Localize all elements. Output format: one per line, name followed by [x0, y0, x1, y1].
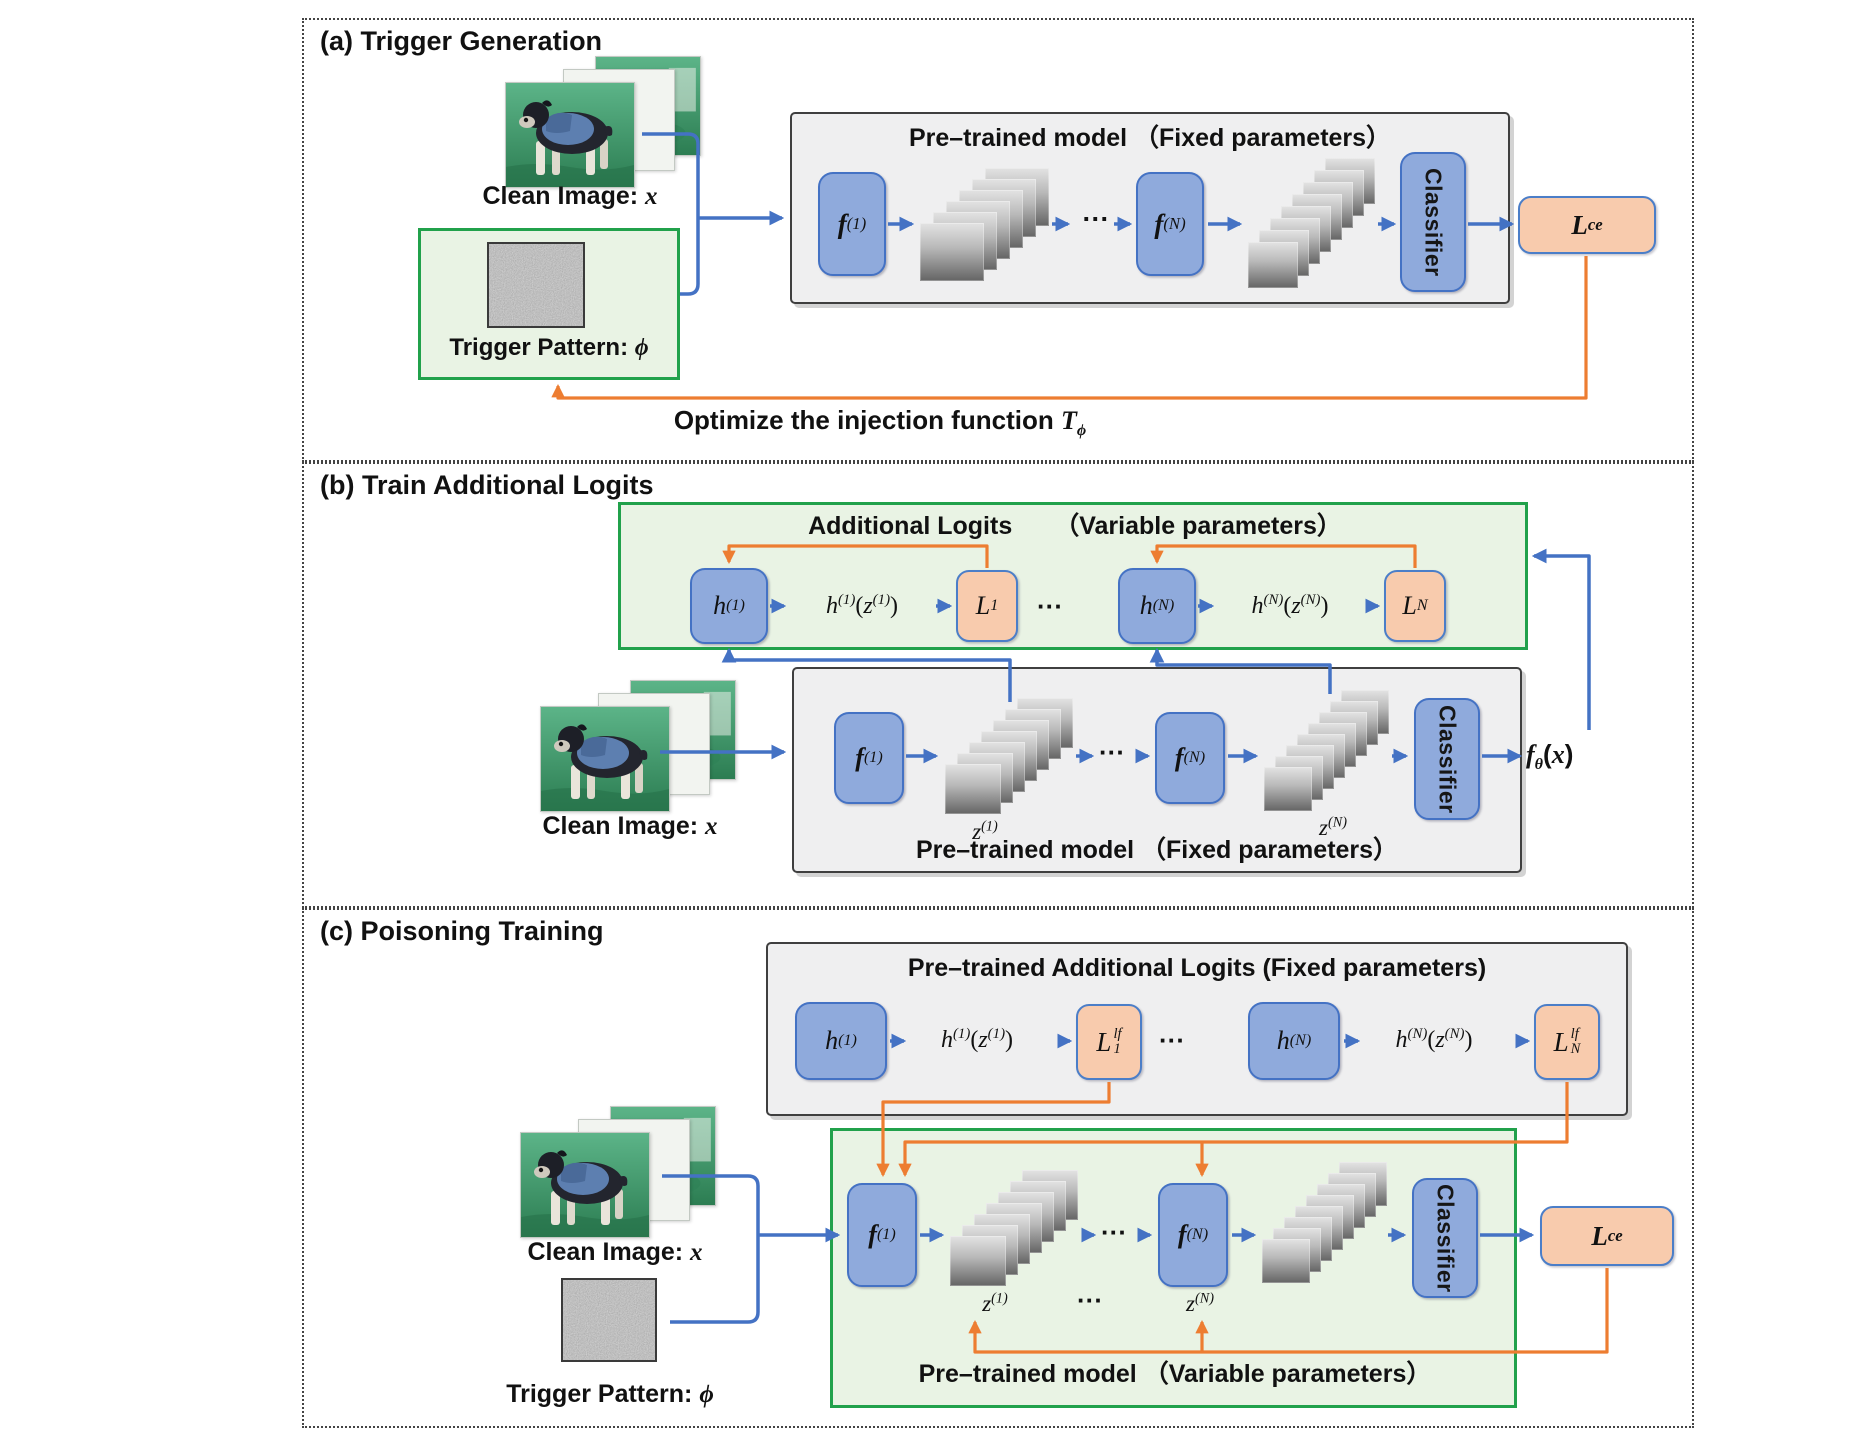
feature-maps-zN-b: [1264, 690, 1389, 811]
additional-logits-title-b: Additional Logits （Variable parameters）: [640, 512, 1510, 541]
logit-head-h1-b: h(1): [690, 568, 768, 644]
ellipsis-logits-b: ···: [1037, 591, 1063, 621]
optimize-label-a: Optimize the injection function Tϕ: [673, 405, 1087, 440]
additional-logits-box-b: [618, 502, 1528, 650]
pretrained-logits-title-c: Pre–trained Additional Logits (Fixed par…: [907, 954, 1487, 982]
trigger-pattern-label-a: Trigger Pattern: ϕ: [449, 334, 649, 361]
logit-head-h1-c: h(1): [795, 1002, 887, 1080]
ellipsis-a: ···: [1082, 204, 1110, 234]
additional-logits-title-right: （Variable parameters）: [1054, 512, 1342, 540]
feature-maps-1-a: [920, 168, 1049, 281]
clean-image-stack-b: [540, 680, 740, 814]
layer-fN-a: f(N): [1136, 172, 1204, 276]
clean-image-label-c: Clean Image: x: [527, 1238, 703, 1266]
classifier-label-b: Classifier: [1434, 704, 1461, 814]
expr-h1z1-c: h(1)(z(1)): [940, 1026, 1014, 1053]
feature-maps-zN-c: [1262, 1162, 1387, 1283]
expr-h1z1-b: h(1)(z(1)): [825, 592, 899, 619]
additional-logits-title-left: Additional Logits: [808, 512, 1013, 540]
clean-image-stack-c: [520, 1106, 720, 1240]
ellipsis-flow-c: ···: [1101, 1217, 1127, 1247]
clean-image-stack-a: [505, 56, 705, 190]
layer-f1-c: f(1): [847, 1183, 917, 1287]
expr-hNzN-b: h(N)(z(N)): [1251, 592, 1329, 619]
logit-head-hN-c: h(N): [1248, 1002, 1340, 1080]
pretrained-model-title-a: Pre–trained model （Fixed parameters）: [908, 124, 1392, 152]
layer-f1-b: f(1): [834, 712, 904, 804]
panel-c-title: (c) Poisoning Training: [320, 916, 604, 946]
ellipsis-flow-b: ···: [1099, 737, 1125, 767]
expr-hNzN-c: h(N)(z(N)): [1395, 1026, 1473, 1053]
clean-image-label-b: Clean Image: x: [542, 812, 718, 840]
clean-image-label-a: Clean Image: x: [482, 182, 658, 210]
panel-b-title: (b) Train Additional Logits: [320, 470, 654, 500]
z1-label-c: z(1): [982, 1290, 1008, 1316]
classifier-label-a: Classifier: [1420, 167, 1447, 277]
trigger-pattern-label-c: Trigger Pattern: ϕ: [506, 1380, 714, 1408]
model-output-ftheta-b: fθ(x): [1526, 739, 1574, 774]
dog-photo: [540, 706, 670, 812]
ellipsis-z-c: ···: [1077, 1285, 1103, 1315]
trigger-noise-image-c: [561, 1278, 657, 1362]
feature-maps-z1-b: [945, 698, 1073, 814]
classifier-box-c: Classifier: [1412, 1178, 1478, 1298]
layer-fN-b: f(N): [1155, 712, 1225, 804]
dog-photo: [520, 1132, 650, 1238]
dog-photo: [505, 82, 635, 188]
classifier-box-a: Classifier: [1400, 152, 1466, 292]
classifier-label-c: Classifier: [1432, 1183, 1459, 1293]
ellipsis-logits-c: ···: [1159, 1025, 1185, 1055]
trigger-noise-image-a: [487, 242, 585, 328]
zN-label-c: z(N): [1186, 1290, 1214, 1316]
feature-maps-2-a: [1248, 158, 1375, 288]
panel-a-title: (a) Trigger Generation: [320, 26, 603, 56]
feature-maps-z1-c: [950, 1170, 1078, 1286]
pretrained-model-title-b: Pre–trained model （Fixed parameters）: [915, 836, 1399, 864]
classifier-box-b: Classifier: [1414, 698, 1480, 820]
logit-head-hN-b: h(N): [1118, 568, 1196, 644]
variable-model-title-c: Pre–trained model （Variable parameters）: [918, 1360, 1432, 1388]
layer-fN-c: f(N): [1158, 1183, 1228, 1287]
zN-label-b: z(N): [1319, 814, 1347, 840]
layer-f1-a: f(1): [818, 172, 886, 276]
z1-label-b: z(1): [972, 818, 998, 844]
